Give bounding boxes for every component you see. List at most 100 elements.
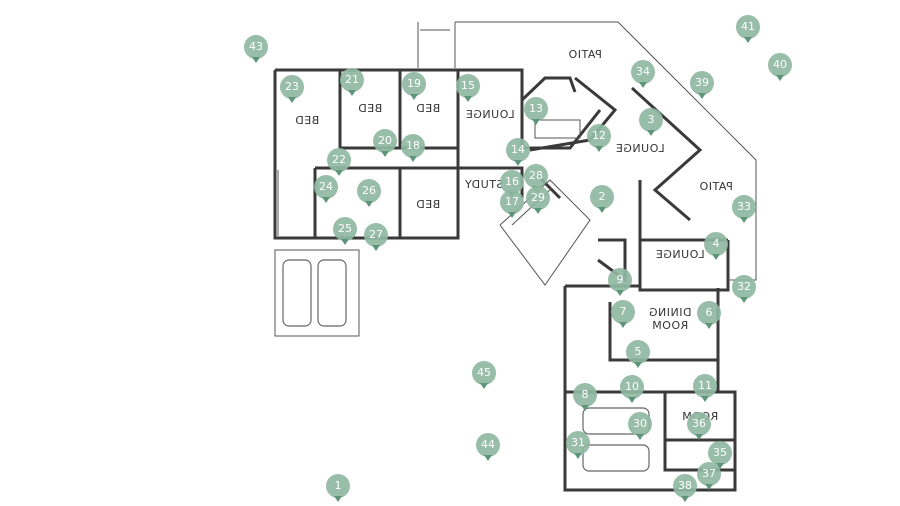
camera-marker-1[interactable]: 1 <box>326 474 350 502</box>
marker-number: 12 <box>592 129 606 142</box>
marker-number: 8 <box>581 388 589 401</box>
marker-direction-icon <box>647 130 655 136</box>
marker-direction-icon <box>334 496 342 502</box>
camera-marker-30[interactable]: 30 <box>628 412 652 440</box>
marker-disc <box>693 374 717 398</box>
marker-disc <box>280 75 304 99</box>
marker-disc <box>333 217 357 241</box>
camera-marker-37[interactable]: 37 <box>697 462 721 490</box>
marker-number: 10 <box>625 380 639 393</box>
marker-direction-icon <box>740 217 748 223</box>
camera-marker-15[interactable]: 15 <box>456 74 480 102</box>
marker-direction-icon <box>705 484 713 490</box>
marker-number: 30 <box>633 417 647 430</box>
room-label-bed-right: BED <box>416 102 440 115</box>
camera-marker-45[interactable]: 45 <box>472 361 496 389</box>
marker-disc <box>340 68 364 92</box>
camera-marker-40[interactable]: 40 <box>768 53 792 81</box>
marker-disc <box>768 53 792 77</box>
camera-marker-39[interactable]: 39 <box>690 71 714 99</box>
marker-disc <box>402 72 426 96</box>
camera-marker-44[interactable]: 44 <box>476 433 500 461</box>
camera-marker-3[interactable]: 3 <box>639 108 663 136</box>
marker-number: 15 <box>461 79 475 92</box>
marker-number: 16 <box>505 175 519 188</box>
marker-direction-icon <box>776 75 784 81</box>
marker-disc <box>611 300 635 324</box>
camera-marker-12[interactable]: 12 <box>587 124 611 152</box>
marker-direction-icon <box>701 396 709 402</box>
camera-marker-28[interactable]: 28 <box>524 164 548 192</box>
marker-number: 20 <box>378 134 392 147</box>
marker-disc <box>526 186 550 210</box>
marker-disc <box>736 15 760 39</box>
marker-direction-icon <box>639 82 647 88</box>
camera-marker-38[interactable]: 38 <box>673 474 697 502</box>
camera-marker-31[interactable]: 31 <box>566 431 590 459</box>
marker-number: 22 <box>332 153 346 166</box>
camera-marker-26[interactable]: 26 <box>357 179 381 207</box>
camera-marker-35[interactable]: 35 <box>708 441 732 469</box>
camera-marker-13[interactable]: 13 <box>524 97 548 125</box>
marker-direction-icon <box>508 212 516 218</box>
camera-marker-22[interactable]: 22 <box>327 148 351 176</box>
camera-marker-27[interactable]: 27 <box>364 223 388 251</box>
marker-number: 39 <box>695 76 709 89</box>
camera-marker-10[interactable]: 10 <box>620 375 644 403</box>
marker-direction-icon <box>636 434 644 440</box>
room-labels: PATIO BED BED BED LOUNGE LOUNGE PATIO ST… <box>295 48 733 423</box>
marker-number: 5 <box>634 345 642 358</box>
camera-marker-2[interactable]: 2 <box>590 185 614 213</box>
camera-marker-23[interactable]: 23 <box>280 75 304 103</box>
marker-disc <box>631 60 655 84</box>
camera-marker-9[interactable]: 9 <box>608 268 632 296</box>
camera-marker-34[interactable]: 34 <box>631 60 655 88</box>
marker-direction-icon <box>410 94 418 100</box>
camera-marker-6[interactable]: 6 <box>697 301 721 329</box>
camera-marker-21[interactable]: 21 <box>340 68 364 96</box>
marker-disc <box>357 179 381 203</box>
marker-number: 4 <box>712 237 720 250</box>
camera-marker-43[interactable]: 43 <box>244 35 268 63</box>
marker-direction-icon <box>480 383 488 389</box>
camera-marker-24[interactable]: 24 <box>314 175 338 203</box>
camera-marker-7[interactable]: 7 <box>611 300 635 328</box>
marker-direction-icon <box>532 119 540 125</box>
marker-direction-icon <box>252 57 260 63</box>
marker-disc <box>573 383 597 407</box>
marker-number: 2 <box>598 190 606 203</box>
marker-disc <box>687 412 711 436</box>
camera-marker-8[interactable]: 8 <box>573 383 597 411</box>
marker-number: 45 <box>477 366 491 379</box>
marker-disc <box>327 148 351 172</box>
marker-number: 27 <box>369 228 383 241</box>
camera-marker-25[interactable]: 25 <box>333 217 357 245</box>
camera-marker-17[interactable]: 17 <box>500 190 524 218</box>
marker-disc <box>628 412 652 436</box>
camera-marker-19[interactable]: 19 <box>402 72 426 100</box>
marker-number: 33 <box>737 200 751 213</box>
marker-direction-icon <box>598 207 606 213</box>
camera-marker-41[interactable]: 41 <box>736 15 760 43</box>
marker-direction-icon <box>514 160 522 166</box>
camera-marker-18[interactable]: 18 <box>401 134 425 162</box>
camera-marker-29[interactable]: 29 <box>526 186 550 214</box>
marker-direction-icon <box>634 362 642 368</box>
marker-direction-icon <box>288 97 296 103</box>
marker-direction-icon <box>574 453 582 459</box>
marker-number: 21 <box>345 73 359 86</box>
camera-marker-4[interactable]: 4 <box>704 232 728 260</box>
camera-marker-14[interactable]: 14 <box>506 138 530 166</box>
marker-direction-icon <box>322 197 330 203</box>
camera-marker-32[interactable]: 32 <box>732 275 756 303</box>
marker-number: 31 <box>571 436 585 449</box>
camera-marker-5[interactable]: 5 <box>626 340 650 368</box>
marker-disc <box>524 164 548 188</box>
camera-marker-36[interactable]: 36 <box>687 412 711 440</box>
camera-marker-33[interactable]: 33 <box>732 195 756 223</box>
marker-number: 29 <box>531 191 545 204</box>
marker-direction-icon <box>628 397 636 403</box>
camera-marker-11[interactable]: 11 <box>693 374 717 402</box>
camera-marker-20[interactable]: 20 <box>373 129 397 157</box>
